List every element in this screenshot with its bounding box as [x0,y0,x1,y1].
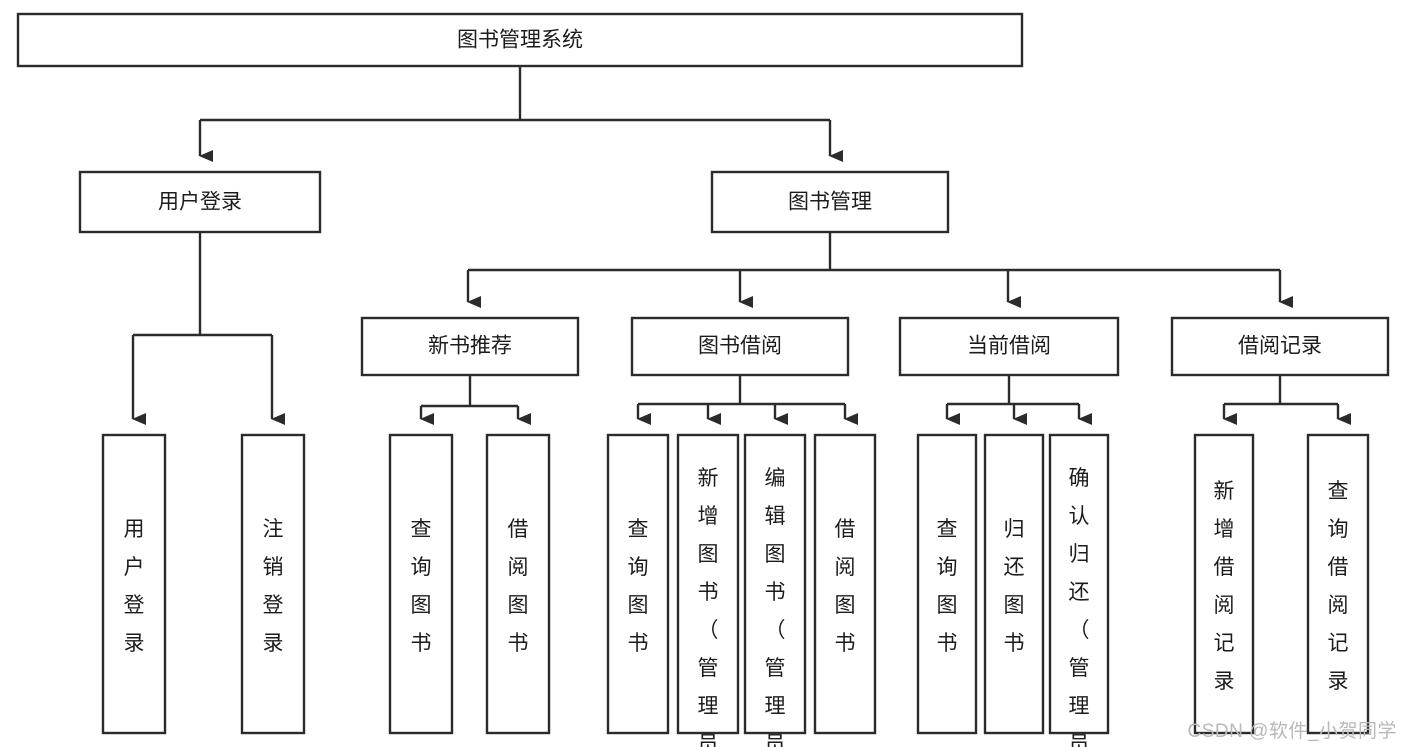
node-leaf-return-book-label: 归还图书 [1004,518,1025,655]
node-leaf-borrow-book-label: 借阅图书 [835,518,856,655]
leaf-box [743,433,807,735]
node-leaf-borrow-book[interactable]: 借阅图书 [813,433,877,735]
node-leaf-user-login-label: 用户登录 [124,518,145,655]
leaf-box [485,433,551,735]
node-leaf-query-record-label: 查询借阅记录 [1328,480,1349,693]
node-leaf-confirm-return-label: 确认归还（管理员） [1069,467,1090,747]
node-user-login[interactable]: 用户登录 [78,170,322,234]
leaf-box [388,433,454,735]
connector-borrowrecord-to-leaves [1222,375,1351,425]
node-book-manage-label: 图书管理 [788,191,872,214]
node-leaf-borrow-book-rec[interactable]: 借阅图书 [485,433,551,735]
leaf-box [1048,433,1110,735]
leaf-box [1193,433,1255,735]
node-user-login-label: 用户登录 [158,191,242,214]
node-book-borrow[interactable]: 图书借阅 [630,316,850,377]
node-current-borrow-label: 当前借阅 [967,335,1051,358]
leaf-box [101,433,167,735]
node-borrow-record-label: 借阅记录 [1238,335,1322,358]
node-new-book-rec-label: 新书推荐 [428,335,512,358]
node-book-borrow-label: 图书借阅 [698,335,782,358]
leaf-box [813,433,877,735]
node-leaf-query-book-borrow[interactable]: 查询图书 [606,433,670,735]
connector-userlogin-to-leaves [131,232,285,425]
connector-bookborrow-to-leaves [636,375,858,425]
connector-root-to-level1 [198,66,843,162]
node-leaf-edit-book[interactable]: 编辑图书（管理员） [743,433,807,747]
node-leaf-add-record[interactable]: 新增借阅记录 [1193,433,1255,735]
leaf-box [916,433,978,735]
node-leaf-user-login[interactable]: 用户登录 [101,433,167,735]
node-leaf-query-book-rec-label: 查询图书 [411,518,432,655]
connector-bookmanage-to-level2 [466,232,1293,308]
leaf-node-layer: 用户登录 注销登录 查询图书 借阅图书 查询图书 新增图书（管理员） 编辑图书（管理员） 借阅… [101,433,1370,747]
leaf-box [983,433,1045,735]
node-leaf-user-logout-label: 注销登录 [263,518,284,655]
connector-newbookrec-to-leaves [419,375,531,425]
leaf-box [240,433,306,735]
node-leaf-add-record-label: 新增借阅记录 [1214,480,1235,693]
node-leaf-add-book-label: 新增图书（管理员） [698,467,719,747]
node-leaf-add-book[interactable]: 新增图书（管理员） [676,433,740,747]
node-leaf-query-book-cur-label: 查询图书 [937,518,958,655]
node-leaf-query-book-cur[interactable]: 查询图书 [916,433,978,735]
node-root-label: 图书管理系统 [457,29,583,52]
leaf-box [676,433,740,735]
node-leaf-borrow-book-rec-label: 借阅图书 [508,518,529,655]
connector-currentborrow-to-leaves [945,375,1092,425]
node-leaf-query-record[interactable]: 查询借阅记录 [1306,433,1370,735]
node-new-book-rec[interactable]: 新书推荐 [360,316,580,377]
leaf-box [606,433,670,735]
node-current-borrow[interactable]: 当前借阅 [898,316,1120,377]
node-leaf-user-logout[interactable]: 注销登录 [240,433,306,735]
node-leaf-query-book-borrow-label: 查询图书 [628,518,649,655]
node-leaf-return-book[interactable]: 归还图书 [983,433,1045,735]
node-borrow-record[interactable]: 借阅记录 [1170,316,1390,377]
node-leaf-confirm-return[interactable]: 确认归还（管理员） [1048,433,1110,747]
node-leaf-query-book-rec[interactable]: 查询图书 [388,433,454,735]
leaf-box [1306,433,1370,735]
node-book-manage[interactable]: 图书管理 [710,170,950,234]
node-root[interactable]: 图书管理系统 [16,12,1024,68]
node-leaf-edit-book-label: 编辑图书（管理员） [765,467,786,747]
